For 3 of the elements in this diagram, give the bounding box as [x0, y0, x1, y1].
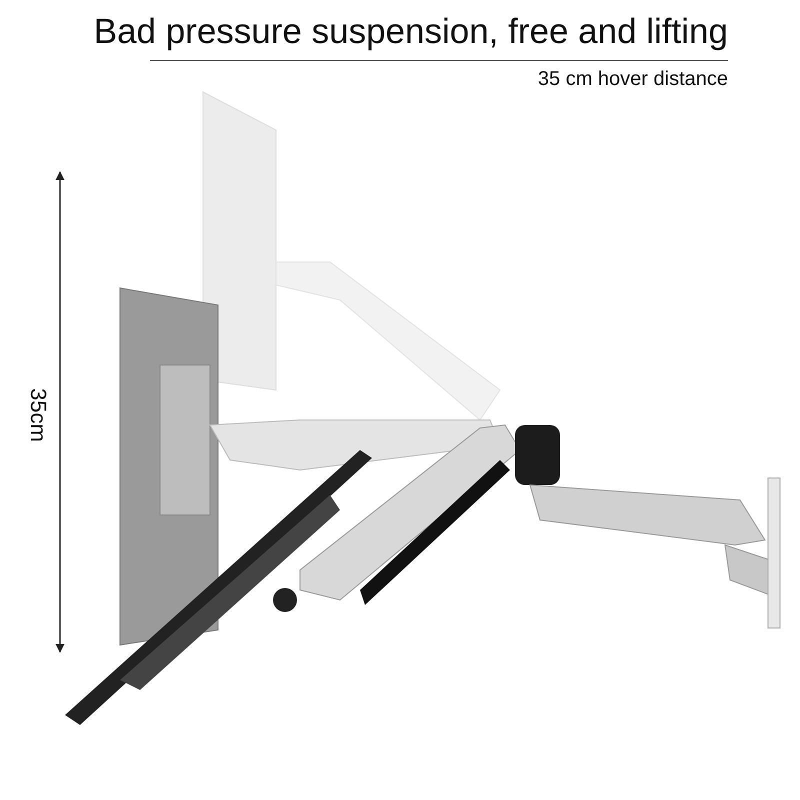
- subtitle: 35 cm hover distance: [538, 68, 728, 91]
- title: Bad pressure suspension, free and lifting: [92, 12, 728, 52]
- dimension-label: 35cm: [25, 388, 51, 442]
